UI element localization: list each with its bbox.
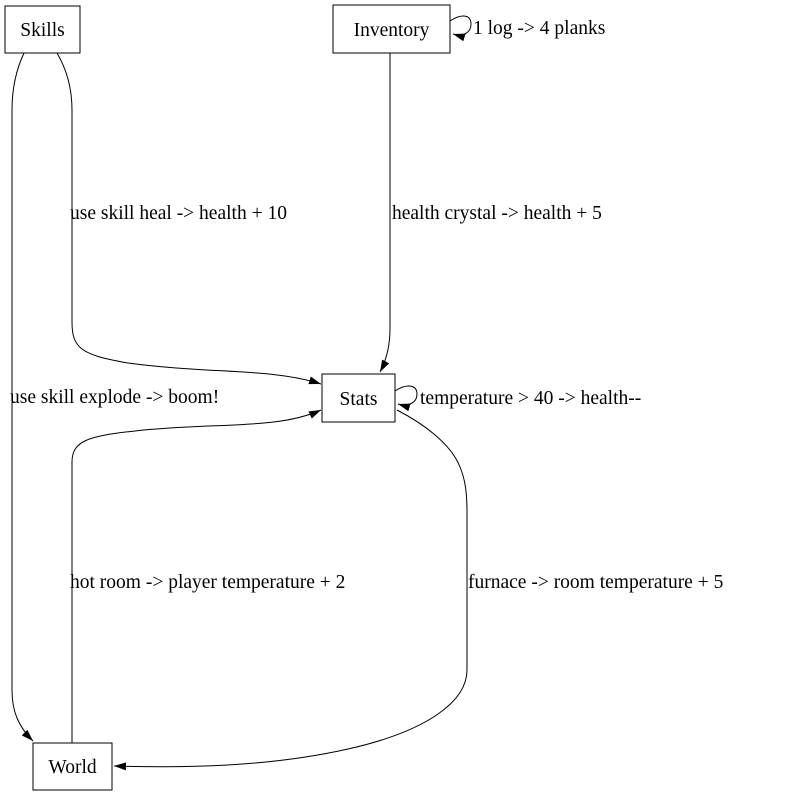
edge-world-stats-path bbox=[71, 409, 322, 743]
edge-skills-world-label: use skill explode -> boom! bbox=[10, 387, 219, 408]
edge-stats-self-loop-label: temperature > 40 -> health-- bbox=[420, 388, 641, 409]
edge-stats-world-path bbox=[113, 409, 468, 771]
edge-skills-world: use skill explode -> boom! bbox=[10, 52, 219, 742]
node-world-box bbox=[32, 742, 113, 791]
edge-skills-stats: use skill heal -> health + 10 bbox=[56, 52, 322, 385]
edge-stats-world-label: furnace -> room temperature + 5 bbox=[468, 572, 723, 593]
node-skills-label: Skills bbox=[20, 20, 64, 41]
edge-world-stats-label: hot room -> player temperature + 2 bbox=[70, 572, 345, 593]
node-stats: Stats bbox=[321, 373, 396, 423]
edge-stats-self-loop-path bbox=[394, 385, 418, 412]
edge-skills-world-path bbox=[11, 52, 34, 742]
edge-inventory-stats-label: health crystal -> health + 5 bbox=[392, 203, 602, 224]
node-world: World bbox=[32, 742, 113, 791]
node-skills: Skills bbox=[4, 5, 81, 54]
edge-world-stats: hot room -> player temperature + 2 bbox=[70, 409, 345, 743]
node-stats-box bbox=[321, 373, 396, 423]
node-world-label: World bbox=[48, 757, 97, 778]
edge-inventory-stats-path bbox=[379, 53, 391, 373]
edge-stats-self-loop: temperature > 40 -> health-- bbox=[394, 385, 641, 412]
edge-inventory-self-loop-path bbox=[449, 15, 472, 42]
node-inventory-label: Inventory bbox=[354, 20, 430, 41]
edge-skills-stats-path bbox=[56, 52, 322, 385]
edge-inventory-self-loop-label: 1 log -> 4 planks bbox=[473, 18, 605, 39]
node-stats-label: Stats bbox=[340, 389, 378, 410]
node-skills-box bbox=[4, 5, 81, 54]
edge-stats-world: furnace -> room temperature + 5 bbox=[113, 409, 723, 771]
node-inventory-box bbox=[332, 4, 451, 54]
edge-skills-stats-label: use skill heal -> health + 10 bbox=[70, 203, 287, 224]
edge-inventory-stats: health crystal -> health + 5 bbox=[379, 53, 602, 373]
node-inventory: Inventory bbox=[332, 4, 451, 54]
edge-inventory-self-loop: 1 log -> 4 planks bbox=[449, 15, 605, 42]
